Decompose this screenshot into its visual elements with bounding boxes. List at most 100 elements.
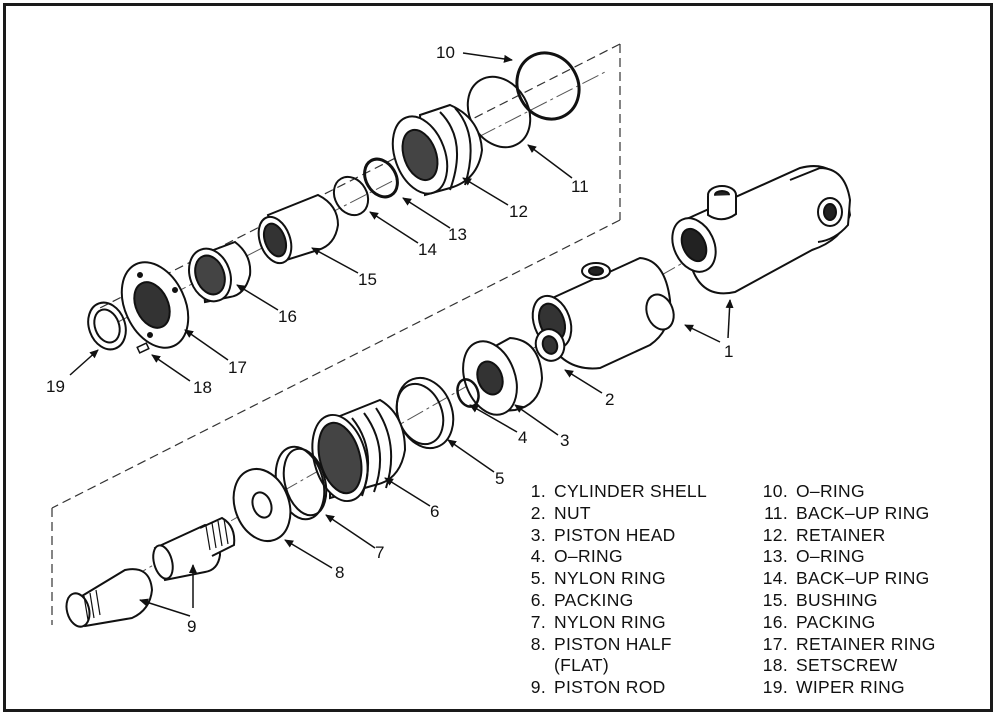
legend-item-number: 5. bbox=[530, 568, 546, 589]
legend-item-label: PISTON HALF bbox=[554, 633, 672, 654]
back-up-ring-14 bbox=[332, 175, 370, 217]
packing-6 bbox=[311, 398, 407, 503]
legend-item-number: 2. bbox=[530, 502, 546, 523]
legend-item-label: RETAINER bbox=[796, 524, 886, 545]
leader-arrows bbox=[69, 52, 734, 617]
legend-item-number: 12. bbox=[762, 524, 788, 545]
retainer-12 bbox=[391, 103, 484, 197]
callout-3: 3 bbox=[560, 431, 569, 450]
legend-item-number: 19. bbox=[762, 677, 788, 698]
legend-item-number: 10. bbox=[762, 481, 788, 501]
callout-8: 8 bbox=[335, 563, 344, 582]
callout-18: 18 bbox=[193, 378, 212, 397]
piston-rod bbox=[65, 516, 236, 628]
legend-item-label: O–RING bbox=[796, 481, 865, 501]
legend-item: 10. O–RING bbox=[762, 481, 936, 503]
legend-item-label: WIPER RING bbox=[796, 677, 905, 698]
legend-item-label: PISTON ROD bbox=[554, 677, 666, 698]
callout-4: 4 bbox=[518, 428, 527, 447]
legend-item-number: 3. bbox=[530, 524, 546, 545]
callout-10: 10 bbox=[436, 43, 455, 62]
nut bbox=[534, 328, 566, 362]
packing-16 bbox=[188, 240, 252, 304]
legend-item-number: 11. bbox=[764, 502, 788, 523]
legend-item: 13. O–RING bbox=[762, 546, 936, 568]
legend-item-label: SETSCREW bbox=[796, 655, 898, 676]
legend-item-number: 15. bbox=[762, 589, 788, 610]
o-ring-13 bbox=[363, 157, 399, 199]
legend-item: 17. RETAINER RING bbox=[762, 634, 936, 656]
callout-19: 19 bbox=[46, 377, 65, 396]
legend-item-number: 8. bbox=[530, 633, 546, 654]
callout-9: 9 bbox=[187, 617, 196, 636]
legend-item-label: BACK–UP RING bbox=[796, 502, 930, 523]
legend-item-number: 1. bbox=[530, 481, 546, 501]
phantom-outline bbox=[51, 43, 621, 625]
cylinder-shell-clevis bbox=[671, 165, 852, 295]
legend-item: (FLAT) bbox=[520, 655, 707, 677]
legend-item-number: 9. bbox=[530, 677, 546, 698]
legend-item: 1. CYLINDER SHELL bbox=[520, 481, 707, 503]
legend-item-label: NYLON RING bbox=[554, 568, 666, 589]
callout-labels: 1 2 3 4 5 6 7 8 9 10 11 12 13 14 15 16 1… bbox=[46, 43, 733, 636]
legend-item-number: 6. bbox=[530, 589, 546, 610]
parts-legend-right: 10. O–RING 11. BACK–UP RING 12. RETAINER 13. O–… bbox=[762, 481, 936, 699]
callout-2: 2 bbox=[605, 390, 614, 409]
legend-item: 7. NYLON RING bbox=[520, 612, 707, 634]
legend-item: 19. WIPER RING bbox=[762, 677, 936, 699]
legend-item: 16. PACKING bbox=[762, 612, 936, 634]
piston-head bbox=[462, 336, 544, 416]
legend-item-label: PACKING bbox=[554, 589, 634, 610]
legend-item: 15. BUSHING bbox=[762, 590, 936, 612]
retainer-ring-17 bbox=[120, 261, 190, 349]
legend-item-number: 18. bbox=[762, 655, 788, 676]
callout-11: 11 bbox=[571, 177, 589, 196]
legend-item: 8. PISTON HALF bbox=[520, 634, 707, 656]
legend-item: 6. PACKING bbox=[520, 590, 707, 612]
diagram-border bbox=[3, 3, 993, 712]
callout-5: 5 bbox=[495, 469, 504, 488]
callout-16: 16 bbox=[278, 307, 297, 326]
callout-6: 6 bbox=[430, 502, 439, 521]
callout-14: 14 bbox=[418, 240, 437, 259]
legend-item-label: NUT bbox=[554, 502, 591, 523]
legend-item-label: NYLON RING bbox=[554, 611, 666, 632]
legend-item-label: RETAINER RING bbox=[796, 633, 936, 654]
legend-item-number: 7. bbox=[530, 611, 546, 632]
piston-half-flat bbox=[232, 468, 292, 542]
legend-item: 5. NYLON RING bbox=[520, 568, 707, 590]
callout-7: 7 bbox=[375, 543, 384, 562]
legend-item: 18. SETSCREW bbox=[762, 655, 936, 677]
legend-item-label: BUSHING bbox=[796, 589, 878, 610]
wiper-ring-19 bbox=[87, 301, 127, 351]
legend-item-number: 13. bbox=[762, 546, 788, 567]
legend-item-label: O–RING bbox=[796, 546, 865, 567]
legend-item-number: 16. bbox=[762, 611, 788, 632]
legend-item: 12. RETAINER bbox=[762, 525, 936, 547]
legend-item: 11. BACK–UP RING bbox=[762, 503, 936, 525]
legend-item-number: 14. bbox=[762, 568, 788, 589]
legend-item-number: 4. bbox=[530, 546, 546, 567]
callout-17: 17 bbox=[228, 358, 247, 377]
legend-item-label: BACK–UP RING bbox=[796, 568, 930, 589]
bushing-15 bbox=[257, 193, 340, 265]
parts-legend-left: 1. CYLINDER SHELL 2. NUT 3. PISTON HEAD 4. O–RI… bbox=[520, 481, 707, 699]
legend-item-number: 17. bbox=[762, 633, 788, 654]
legend-item: 14. BACK–UP RING bbox=[762, 568, 936, 590]
legend-item: 4. O–RING bbox=[520, 546, 707, 568]
callout-13: 13 bbox=[448, 225, 467, 244]
callout-1: 1 bbox=[724, 342, 733, 361]
legend-item-label: (FLAT) bbox=[554, 655, 609, 676]
setscrew-18 bbox=[136, 342, 150, 354]
callout-12: 12 bbox=[509, 202, 528, 221]
legend-item-label: PACKING bbox=[796, 611, 876, 632]
o-ring-10 bbox=[515, 51, 581, 121]
legend-item: 9. PISTON ROD bbox=[520, 677, 707, 699]
legend-item-label: PISTON HEAD bbox=[554, 524, 676, 545]
callout-15: 15 bbox=[358, 270, 377, 289]
legend-item: 2. NUT bbox=[520, 503, 707, 525]
legend-item-label: CYLINDER SHELL bbox=[554, 481, 708, 501]
legend-item-label: O–RING bbox=[554, 546, 623, 567]
